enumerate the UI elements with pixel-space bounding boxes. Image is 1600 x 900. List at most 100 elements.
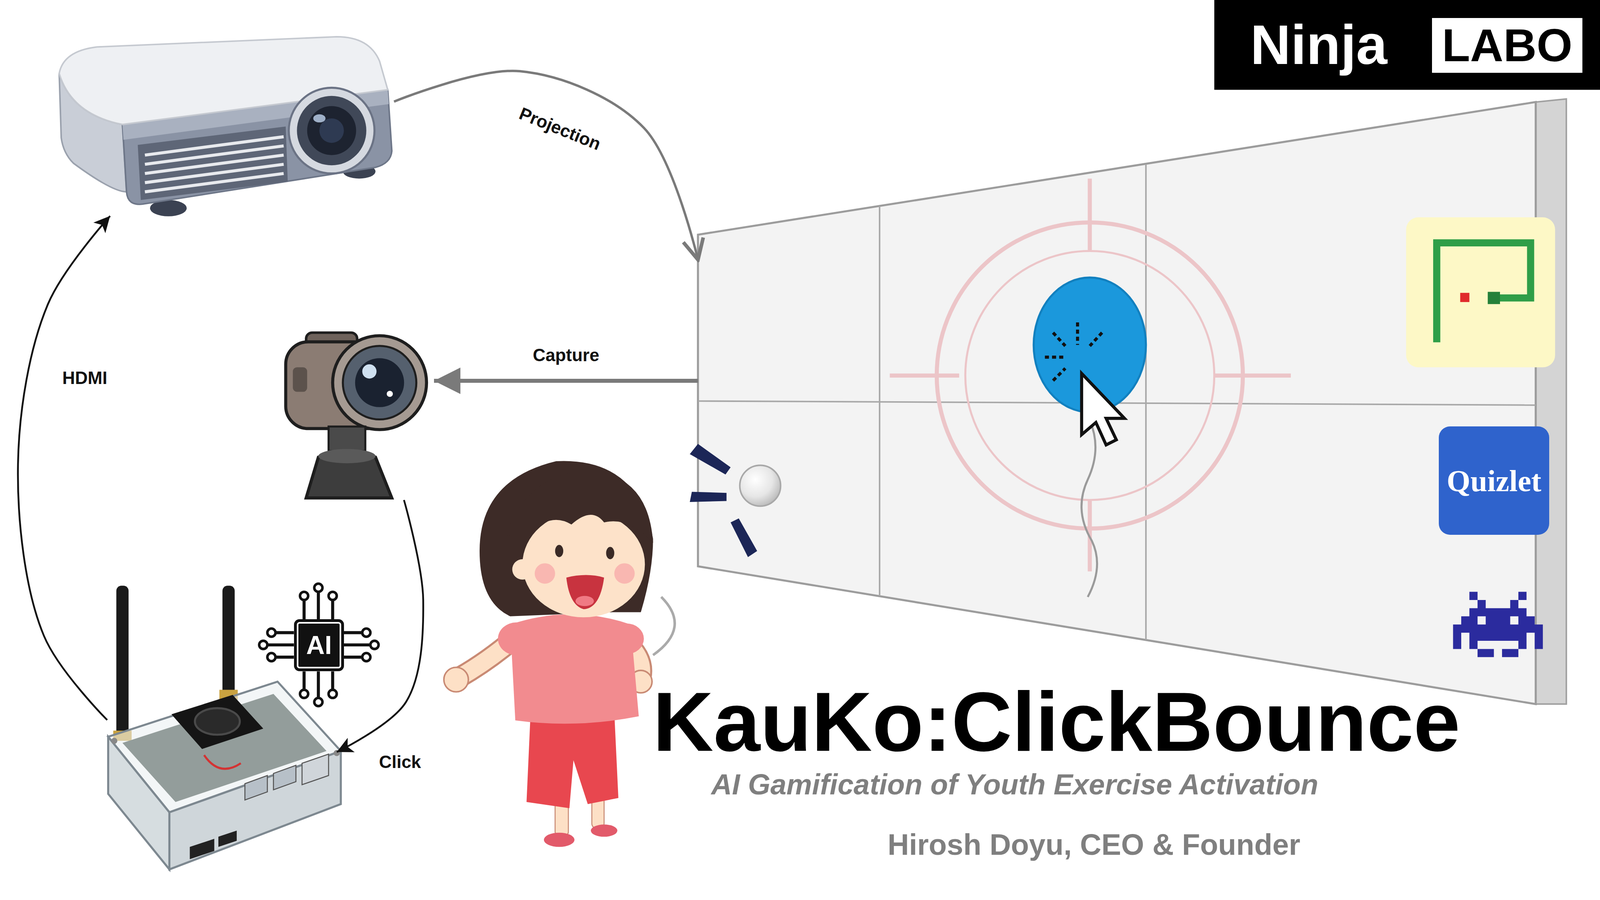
camera-illustration (328, 426, 366, 451)
camera-node (280, 336, 434, 500)
click-burst (1053, 368, 1066, 381)
edge-label: Capture (529, 344, 603, 366)
logo-box-light: LABO (1423, 9, 1592, 82)
girl-illustration (609, 623, 644, 655)
subtitle-text: Hirosh Doyu, CEO & Founder (887, 830, 1301, 860)
snake-game-icon (1406, 217, 1555, 368)
projector-illustration (307, 106, 356, 155)
projector-vents (144, 173, 284, 192)
edge-label: HDMI (59, 367, 111, 389)
ai-circuit-traces (300, 689, 308, 698)
girl-illustration (555, 544, 564, 558)
thrown-ball (730, 518, 758, 558)
subtitle-text: AI Gamification of Youth Exercise Activa… (711, 770, 1319, 799)
girl-illustration (506, 471, 653, 543)
girl-illustration (614, 563, 635, 584)
connector-arrow (336, 500, 424, 752)
click-burst (1044, 355, 1066, 359)
edge-device-illustration (244, 775, 268, 800)
ai-chip: AI (294, 619, 344, 672)
girl-illustration (444, 461, 675, 848)
ai-circuit-traces (314, 583, 323, 592)
target-reticle (889, 373, 959, 378)
wall-panel-seams (1145, 164, 1147, 640)
projection-wall-node: Quizlet (698, 98, 1567, 704)
snake-game-icon (1436, 242, 1531, 339)
projector-vents (144, 146, 284, 165)
ai-circuit-traces (267, 592, 371, 698)
space-invader-icon (1453, 592, 1543, 658)
girl-illustration (575, 596, 594, 607)
camera-illustration (318, 448, 376, 464)
edge-label: Projection (513, 101, 608, 156)
click-burst (1044, 322, 1102, 381)
ai-circuit-traces (300, 592, 308, 600)
girl-illustration (590, 824, 618, 837)
projector-illustration (313, 114, 326, 123)
projector-illustration (59, 36, 392, 217)
ai-circuit-traces (370, 640, 379, 649)
logo-background (1214, 0, 1600, 90)
wall-panel-seams (878, 206, 881, 596)
edge-device-illustration (222, 585, 235, 698)
edge-device-illustration (204, 755, 241, 769)
camera-illustration (386, 390, 393, 397)
edge-device-illustration (108, 681, 341, 813)
ai-circuit-traces (259, 583, 379, 706)
node-text: AI (306, 632, 332, 658)
projection-wall-illustration (698, 98, 1567, 704)
edge-device-illustration (189, 838, 214, 860)
girl-illustration (606, 546, 614, 560)
thrown-ball (689, 444, 781, 558)
projector-vents (144, 164, 284, 183)
girl-illustration (526, 712, 619, 809)
edge-label: Click (375, 751, 424, 773)
mouse-cursor (1081, 373, 1125, 446)
edge-device-illustration (273, 765, 296, 790)
ai-circuit-traces (267, 628, 276, 637)
node-text: Quizlet (1446, 465, 1542, 496)
projector-vents (144, 136, 284, 156)
logo-box-dark: Ninja (1214, 0, 1424, 90)
projector-node (56, 40, 394, 216)
girl-illustration (544, 832, 575, 848)
edge-device-illustration (218, 830, 237, 848)
target-reticle (1087, 178, 1092, 250)
ai-circuit-traces (362, 628, 371, 637)
ai-circuit-traces (362, 653, 371, 662)
ai-circuit-traces (314, 698, 323, 706)
projector-illustration (288, 87, 375, 174)
thrown-ball (739, 465, 781, 506)
camera-illustration (355, 358, 404, 407)
balloon-target (1081, 420, 1098, 597)
projector-vents (144, 136, 284, 192)
ai-circuit-traces (328, 689, 337, 698)
girl-illustration (534, 563, 556, 584)
edge-device-illustration (116, 585, 129, 739)
thrown-ball (689, 444, 731, 475)
target-reticle (965, 251, 1214, 500)
edge-device-illustration (302, 754, 329, 785)
camera-illustration (362, 364, 377, 379)
ai-circuit-traces (259, 583, 379, 706)
girl-illustration (522, 511, 645, 618)
ai-circuit-traces (328, 592, 337, 600)
connector-arrow (18, 216, 110, 720)
target-reticle (1214, 373, 1291, 378)
snake-game-icon (1460, 292, 1470, 302)
edge-device-illustration (111, 737, 118, 744)
camera-illustration (332, 335, 427, 430)
girl-illustration (498, 622, 535, 656)
connector-arrow (434, 378, 698, 383)
camera-illustration (292, 367, 308, 392)
ai-circuit-traces (267, 653, 276, 662)
click-burst (1053, 332, 1066, 346)
projection-wall-illustration (698, 102, 1536, 704)
camera-illustration (285, 332, 427, 498)
projection-wall-illustration (1535, 98, 1567, 704)
quizlet-icon: Quizlet (1438, 426, 1550, 535)
edge-device-node (107, 676, 337, 876)
